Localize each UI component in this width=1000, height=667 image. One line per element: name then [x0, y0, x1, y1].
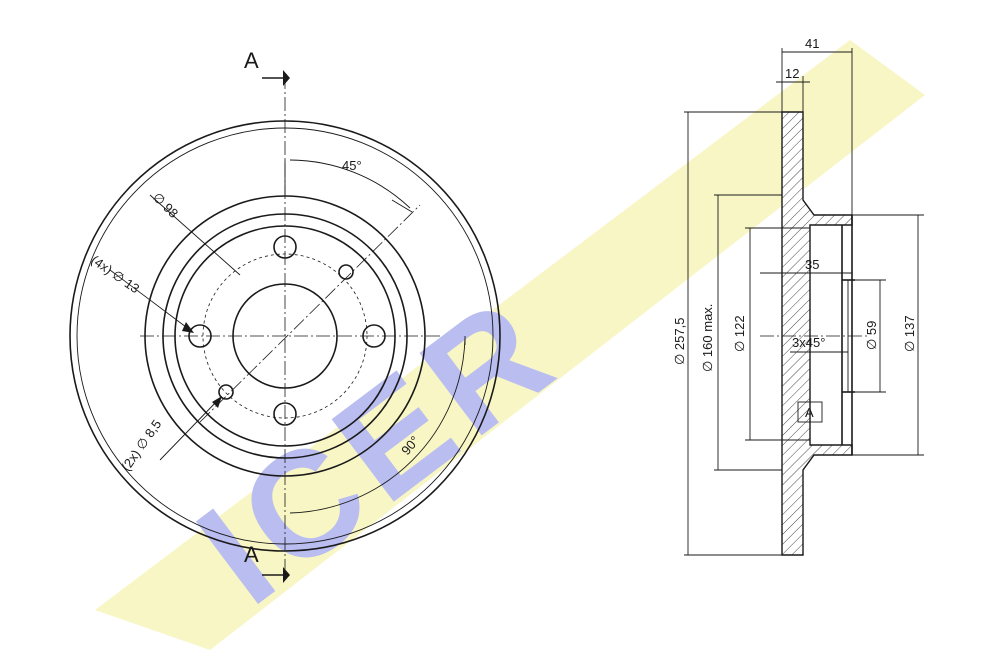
dim-41-label: 41	[805, 36, 819, 51]
angle-45-label: 45°	[342, 158, 362, 173]
angle-45-ext2	[391, 199, 413, 213]
pcd-label: ∅ 98	[150, 190, 181, 221]
angle-45-arc	[289, 159, 411, 209]
pin-hole-lower-left	[218, 384, 234, 400]
section-arrow-top	[283, 70, 290, 86]
section-arrow-bottom	[283, 567, 290, 583]
logo-yellow-band	[95, 40, 925, 650]
pcd-leader	[149, 194, 241, 276]
section-label-bottom: A	[244, 542, 259, 567]
dim-257-label: ∅ 257,5	[672, 318, 687, 365]
dim-137-label: ∅ 137	[902, 315, 917, 352]
section-label-top: A	[244, 48, 259, 73]
datum-label: A	[805, 405, 814, 420]
bolt-hole-leader	[109, 269, 191, 331]
dim-160-label: ∅ 160 max.	[700, 304, 715, 372]
dim-59-label: ∅ 59	[864, 321, 879, 350]
side-view: 41 12 ∅ 257,5 ∅ 160 max. ∅ 122 35 3x45° …	[672, 36, 924, 556]
pin-hole-label: (2x) ∅ 8,5	[118, 417, 164, 474]
disc-section	[781, 111, 853, 556]
logo-text: ICER	[168, 262, 587, 636]
bolt-hole-label: (4x) ∅ 13	[88, 252, 142, 296]
pin-hole-leader-arrow	[212, 396, 222, 408]
dim-122-label: ∅ 122	[732, 315, 747, 352]
diagonal-centerline	[199, 204, 421, 423]
dim-12-label: 12	[785, 66, 799, 81]
datum-box	[797, 401, 823, 423]
pin-hole-leader	[159, 399, 219, 461]
bolt-hole-leader-arrow	[182, 322, 194, 333]
pin-hole-upper-right	[338, 264, 354, 280]
bolt-hole-bottom	[273, 402, 297, 426]
angle-90-arc	[289, 337, 466, 514]
chamfer-label: 3x45°	[792, 335, 825, 350]
dim-35-label: 35	[805, 257, 819, 272]
